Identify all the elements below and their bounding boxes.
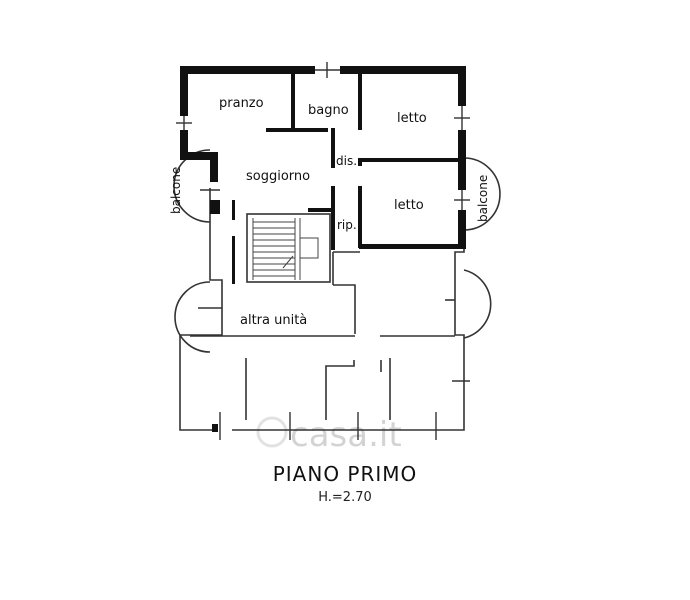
watermark-text: casa.it [290, 415, 402, 455]
room-label-letto-2: letto [394, 198, 424, 213]
balconies [173, 149, 501, 353]
room-label-altra-unita: altra unità [240, 313, 307, 328]
room-label-pranzo: pranzo [219, 96, 264, 111]
room-label-letto-1: letto [397, 111, 427, 126]
openings [176, 62, 470, 440]
room-label-balcone-left: balcone [169, 167, 183, 214]
room-label-rip: rip. [337, 218, 357, 232]
floor-title: PIANO PRIMO [272, 462, 418, 486]
ceiling-height: H.=2.70 [318, 490, 372, 505]
stairs [252, 218, 319, 280]
watermark: casa.it [256, 415, 402, 455]
room-label-soggiorno: soggiorno [246, 169, 310, 184]
room-label-dis: dis. [336, 154, 357, 168]
room-label-balcone-right: balcone [476, 175, 490, 222]
thick-walls [180, 66, 466, 432]
room-label-bagno: bagno [308, 103, 349, 118]
thin-walls [179, 188, 465, 431]
